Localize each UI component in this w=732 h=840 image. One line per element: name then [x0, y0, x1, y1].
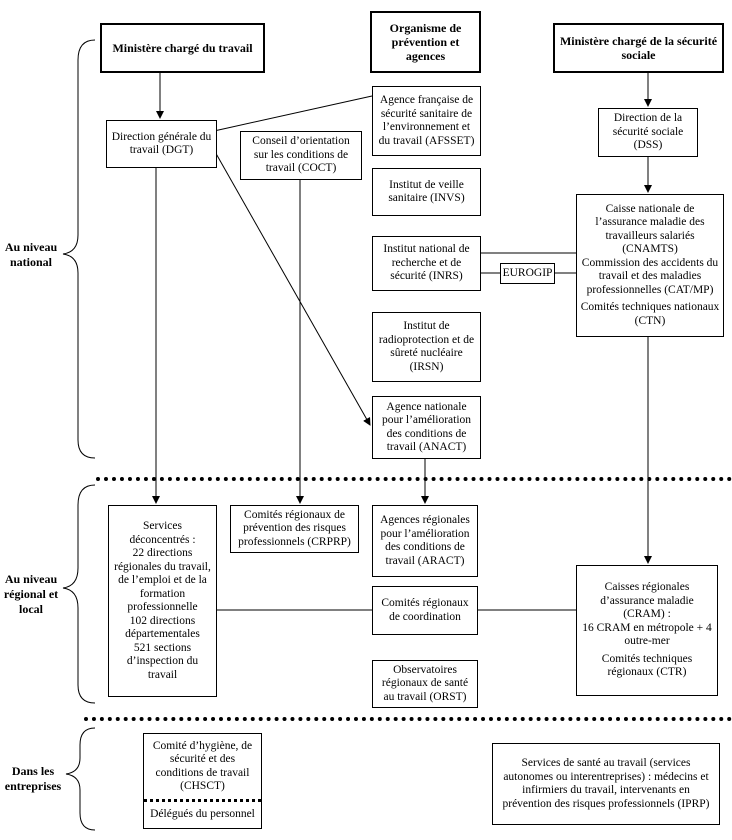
level-label-regional: Au niveau régional et local	[3, 571, 59, 616]
header-ministere-travail: Ministère chargé du travail	[100, 23, 265, 73]
ctn-label: Comités techniques nationaux (CTN)	[580, 301, 720, 327]
line-dgt-afsset	[213, 95, 373, 132]
cram-count-label: 16 CRAM en métropole + 4 outre-mer	[582, 621, 712, 648]
box-orst: Observatoires régionaux de santé au trav…	[372, 660, 478, 708]
box-afsset: Agence française de sécurité sanitaire d…	[372, 86, 481, 156]
box-services-sante-travail: Services de santé au travail (services a…	[492, 743, 720, 825]
brace-national	[62, 39, 96, 459]
box-cnamts-group: Caisse nationale de l’assurance maladie …	[576, 194, 724, 337]
box-anact: Agence nationale pour l’amélioration des…	[372, 396, 481, 459]
box-aract: Agences régionales pour l’amélioration d…	[372, 505, 478, 577]
box-services-deconcentres: Services déconcentrés : 22 directions ré…	[108, 505, 217, 697]
separator-national-regional	[96, 477, 732, 481]
box-crprp: Comités régionaux de prévention des risq…	[230, 505, 359, 553]
box-irsn: Institut de radioprotection et de sûreté…	[372, 312, 481, 382]
box-invs: Institut de veille sanitaire (INVS)	[372, 168, 481, 216]
box-inrs: Institut national de recherche et de séc…	[372, 236, 481, 291]
header-ministere-securite-sociale: Ministère chargé de la sécurité sociale	[553, 23, 724, 73]
cram-label: Caisses régionales d’assurance maladie (…	[600, 581, 694, 621]
brace-regional	[62, 484, 96, 704]
box-coct: Conseil d’orientation sur les conditions…	[240, 131, 362, 180]
services-sections-inspection: 521 sections d’inspection du travail	[126, 641, 199, 681]
box-eurogip: EUROGIP	[500, 263, 555, 284]
delegues-label: Délégués du personnel	[150, 808, 255, 821]
box-dss: Direction de la sécurité sociale (DSS)	[598, 108, 698, 157]
box-comites-coordination: Comités régionaux de coordination	[372, 586, 478, 635]
separator-regional-entreprises	[84, 717, 732, 721]
level-label-national: Au niveau national	[4, 240, 58, 269]
brace-entreprises	[65, 727, 96, 831]
services-title: Services déconcentrés :	[129, 520, 196, 546]
services-directions-departementales: 102 directions départementales	[125, 614, 200, 641]
cnamts-label: Caisse nationale de l’assurance maladie …	[595, 202, 705, 256]
box-dgt: Direction générale du travail (DGT)	[106, 120, 217, 168]
chsct-divider	[144, 799, 261, 803]
arrow-dgt-to-anact	[213, 149, 371, 426]
catmp-label: Commission des accidents du travail et d…	[581, 256, 719, 296]
box-chsct-group: Comité d’hygiène, de sécurité et des con…	[143, 733, 262, 829]
box-cram: Caisses régionales d’assurance maladie (…	[576, 565, 718, 696]
services-directions-regionales: 22 directions régionales du travail, de …	[114, 547, 211, 613]
header-organismes: Organisme de prévention et agences	[370, 11, 481, 73]
chsct-label: Comité d’hygiène, de sécurité et des con…	[152, 739, 253, 793]
ctr-label: Comités techniques régionaux (CTR)	[601, 652, 693, 679]
level-label-entreprises: Dans les entreprises	[4, 764, 62, 793]
